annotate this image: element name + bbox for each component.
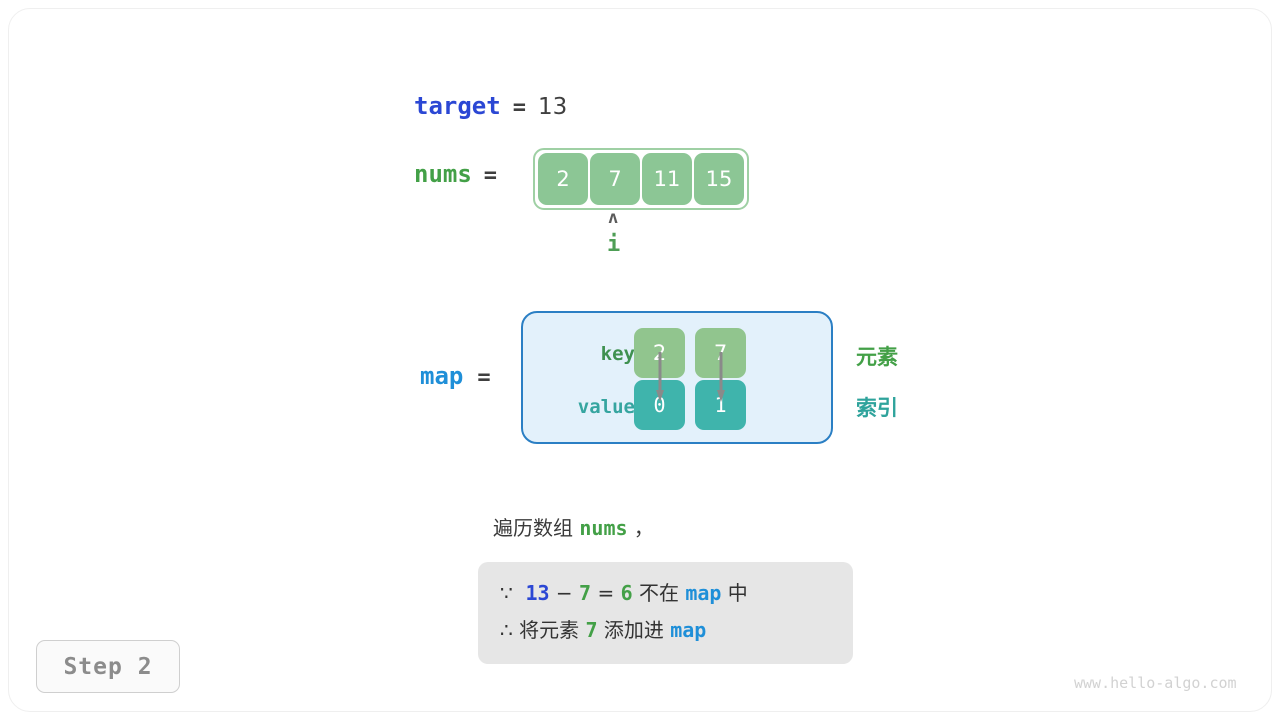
note-minus-operator: − (555, 581, 573, 605)
caption-nums-token: nums (579, 516, 628, 540)
note-line-2: ∴ 将元素 7 添加进 map (500, 612, 831, 649)
therefore-symbol-icon: ∴ (500, 618, 513, 642)
map-key-cell: 7 (695, 328, 746, 378)
step-badge: Step 2 (36, 640, 180, 693)
because-symbol-icon: ∵ (500, 581, 513, 605)
note-map-token: map (670, 618, 707, 642)
array-cell: 11 (642, 153, 692, 205)
pointer-label-i: i (607, 232, 621, 257)
map-key-side-note: 元素 (856, 345, 898, 369)
map-entry: 7 1 (695, 328, 746, 430)
target-variable-name: target (414, 92, 501, 120)
note-line2-head: 将元素 (512, 618, 586, 642)
pointer-caret-icon: ʌ (608, 208, 619, 228)
map-row-label-value: value (577, 396, 635, 418)
map-value-side-note: 索引 (856, 396, 898, 420)
caption-prefix: 遍历数组 (493, 516, 580, 540)
note-map-token: map (685, 581, 722, 605)
explanation-note-box: ∵ 13 − 7 = 6 不在 map 中 ∴ 将元素 7 添加进 map (478, 562, 853, 664)
note-line2-mid: 添加进 (597, 618, 671, 642)
target-equals-sign: = (512, 95, 526, 120)
note-line1-tail: 中 (721, 581, 748, 605)
note-line-1: ∵ 13 − 7 = 6 不在 map 中 (500, 575, 831, 612)
note-added-number: 7 (585, 618, 598, 642)
map-entry: 2 0 (634, 328, 685, 430)
map-value-cell: 0 (634, 380, 685, 430)
nums-equals-sign: = (483, 163, 498, 188)
map-value-cell: 1 (695, 380, 746, 430)
map-variable-name: map (420, 362, 464, 390)
nums-variable-name: nums (414, 160, 472, 188)
nums-array: 2 7 11 15 (533, 148, 749, 210)
target-value: 13 (537, 94, 568, 120)
note-equals-operator: = (597, 581, 615, 605)
note-difference-value: 6 (620, 581, 633, 605)
note-target-value: 13 (525, 581, 550, 605)
map-entries: 2 0 7 1 (634, 328, 746, 430)
map-row-label-key: key (600, 343, 635, 365)
target-row: target = 13 (414, 92, 567, 120)
map-label-row: map = (420, 362, 491, 390)
array-cell: 15 (694, 153, 744, 205)
map-key-cell: 2 (634, 328, 685, 378)
note-current-number: 7 (579, 581, 592, 605)
caption-text: 遍历数组 nums ， (493, 512, 654, 541)
map-container: key value 2 0 7 1 (521, 311, 833, 444)
map-equals-sign: = (477, 365, 491, 390)
nums-label-row: nums = (414, 160, 497, 188)
note-line1-mid: 不在 (632, 581, 686, 605)
caption-suffix: ， (627, 516, 654, 540)
map-grid: key value 2 0 7 1 (523, 313, 831, 442)
array-cell: 7 (590, 153, 640, 205)
array-cell: 2 (538, 153, 588, 205)
watermark-url: www.hello-algo.com (1074, 674, 1237, 692)
